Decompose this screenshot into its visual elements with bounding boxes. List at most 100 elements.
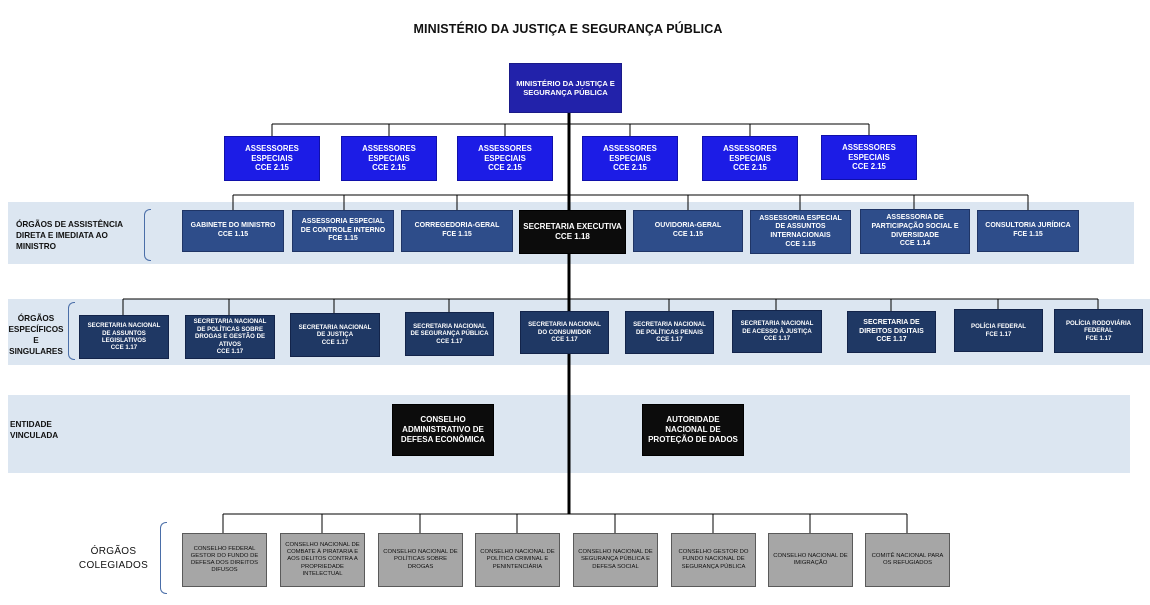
specific-organ-box: POLÍCIA RODOVIÁRIA FEDERAL FCE 1.17 — [1054, 309, 1143, 353]
specific-organ-box: POLÍCIA FEDERAL FCE 1.17 — [954, 309, 1043, 352]
collegiate-label: CONSELHO NACIONAL DE POLÍTICAS SOBRE DRO… — [383, 549, 458, 570]
linked-entity-box: CONSELHO ADMINISTRATIVO DE DEFESA ECONÔM… — [392, 404, 494, 456]
organ-code: FCE 1.17 — [1085, 334, 1112, 342]
advisor-box: ASSESSORES ESPECIAIS CCE 2.15 — [821, 135, 917, 180]
advisor-label: ASSESSORES ESPECIAIS — [842, 143, 896, 162]
advisor-label: ASSESSORES ESPECIAIS — [603, 144, 657, 163]
collegiate-box: CONSELHO NACIONAL DE POLÍTICA CRIMINAL E… — [475, 533, 560, 587]
organ-code: CCE 1.17 — [436, 337, 463, 345]
section-label-specific: ÓRGÃOS ESPECÍFICOS E SINGULARES — [8, 314, 64, 357]
advisor-label: ASSESSORES ESPECIAIS — [723, 144, 777, 163]
direct-organ-box: GABINETE DO MINISTRO CCE 1.15 — [182, 210, 284, 252]
organ-label: SECRETARIA EXECUTIVA — [523, 222, 622, 232]
linked-entity-box: AUTORIDADE NACIONAL DE PROTEÇÃO DE DADOS — [642, 404, 744, 456]
organ-label: SECRETARIA NACIONAL DE ACESSO À JUSTIÇA — [740, 320, 814, 335]
organ-label: CONSULTORIA JURÍDICA — [985, 222, 1071, 230]
organ-label: SECRETARIA DE DIREITOS DIGITAIS — [859, 319, 924, 335]
advisor-label: ASSESSORES ESPECIAIS — [245, 144, 299, 163]
collegiate-label: CONSELHO NACIONAL DE IMIGRAÇÃO — [773, 552, 848, 566]
organ-code: FCE 1.15 — [328, 235, 358, 243]
direct-organ-box: OUVIDORIA-GERAL CCE 1.15 — [633, 210, 743, 252]
organ-label: SECRETARIA NACIONAL DE POLÍTICAS PENAIS — [633, 321, 706, 336]
collegiate-label: CONSELHO NACIONAL DE COMBATE À PIRATARIA… — [285, 541, 360, 577]
advisor-code: CCE 2.15 — [372, 163, 406, 173]
organ-code: CCE 1.14 — [899, 240, 931, 248]
organ-code: CCE 1.17 — [551, 336, 578, 344]
organ-code: CCE 1.15 — [217, 231, 249, 238]
specific-organ-box: SECRETARIA NACIONAL DO CONSUMIDOR CCE 1.… — [520, 311, 609, 354]
collegiate-label: CONSELHO NACIONAL DE SEGURANÇA PÚBLICA E… — [578, 549, 653, 570]
organ-label: CORREGEDORIA-GERAL — [414, 222, 500, 230]
organ-label: OUVIDORIA-GERAL — [654, 222, 722, 230]
specific-organ-box: SECRETARIA NACIONAL DE POLÍTICAS PENAIS … — [625, 311, 714, 354]
advisor-box: ASSESSORES ESPECIAIS CCE 2.15 — [582, 136, 678, 181]
direct-organ-box: ASSESSORIA ESPECIAL DE ASSUNTOS INTERNAC… — [750, 210, 851, 254]
collegiate-label: CONSELHO GESTOR DO FUNDO NACIONAL DE SEG… — [678, 549, 749, 570]
collegiate-box: CONSELHO GESTOR DO FUNDO NACIONAL DE SEG… — [671, 533, 756, 587]
organ-label: POLÍCIA FEDERAL — [971, 323, 1026, 331]
advisor-box: ASSESSORES ESPECIAIS CCE 2.15 — [457, 136, 553, 181]
ministry-box: MINISTÉRIO DA JUSTIÇA E SEGURANÇA PÚBLIC… — [509, 63, 622, 113]
section-brace — [160, 522, 167, 594]
organ-code: CCE 1.17 — [876, 336, 907, 344]
organ-code: CCE 1.17 — [110, 344, 138, 352]
direct-organ-box: CORREGEDORIA-GERAL FCE 1.15 — [401, 210, 513, 252]
ministry-label: MINISTÉRIO DA JUSTIÇA E SEGURANÇA PÚBLIC… — [516, 78, 615, 97]
advisor-box: ASSESSORES ESPECIAIS CCE 2.15 — [341, 136, 437, 181]
advisor-code: CCE 2.15 — [852, 162, 886, 172]
section-label-direct: ÓRGÃOS DE ASSISTÊNCIA DIRETA E IMEDIATA … — [16, 220, 123, 252]
organ-label: SECRETARIA NACIONAL DE SEGURANÇA PÚBLICA — [410, 322, 489, 338]
organ-label: SECRETARIA NACIONAL DE POLÍTICAS SOBRE D… — [193, 318, 267, 348]
executive-secretariat-box: SECRETARIA EXECUTIVA CCE 1.18 — [519, 210, 626, 254]
organ-code: FCE 1.15 — [1013, 231, 1043, 238]
section-label-linked: ENTIDADE VINCULADA — [10, 420, 59, 441]
organ-label: SECRETARIA NACIONAL DE ASSUNTOS LEGISLAT… — [87, 322, 161, 344]
advisor-label: ASSESSORES ESPECIAIS — [362, 144, 416, 163]
organ-code: CCE 1.17 — [656, 336, 683, 344]
organ-code: FCE 1.15 — [442, 231, 472, 238]
organ-label: ASSESSORIA ESPECIAL DE CONTROLE INTERNO — [300, 218, 386, 234]
collegiate-box: CONSELHO FEDERAL GESTOR DO FUNDO DE DEFE… — [182, 533, 267, 587]
advisor-code: CCE 2.15 — [733, 163, 767, 173]
organ-code: CCE 1.15 — [672, 231, 704, 238]
advisor-code: CCE 2.15 — [613, 163, 647, 173]
collegiate-box: CONSELHO NACIONAL DE IMIGRAÇÃO — [768, 533, 853, 587]
advisor-box: ASSESSORES ESPECIAIS CCE 2.15 — [224, 136, 320, 181]
organ-label: POLÍCIA RODOVIÁRIA FEDERAL — [1065, 319, 1132, 335]
organ-code: CCE 1.17 — [763, 335, 791, 343]
organ-label: SECRETARIA NACIONAL DO CONSUMIDOR — [528, 321, 601, 336]
collegiate-label: COMITÊ NACIONAL PARA OS REFUGIADOS — [871, 552, 944, 566]
advisor-code: CCE 2.15 — [255, 163, 289, 173]
direct-organ-box: ASSESSORIA DE PARTICIPAÇÃO SOCIAL E DIVE… — [860, 209, 970, 254]
advisor-label: ASSESSORES ESPECIAIS — [478, 144, 532, 163]
specific-organ-box: SECRETARIA DE DIREITOS DIGITAIS CCE 1.17 — [847, 311, 936, 353]
entity-label: AUTORIDADE NACIONAL DE PROTEÇÃO DE DADOS — [648, 415, 738, 444]
direct-organ-box: CONSULTORIA JURÍDICA FCE 1.15 — [977, 210, 1079, 252]
collegiate-box: COMITÊ NACIONAL PARA OS REFUGIADOS — [865, 533, 950, 587]
organ-code: FCE 1.17 — [985, 330, 1012, 338]
specific-organ-box: SECRETARIA NACIONAL DE ASSUNTOS LEGISLAT… — [79, 315, 169, 359]
collegiate-box: CONSELHO NACIONAL DE COMBATE À PIRATARIA… — [280, 533, 365, 587]
organ-code: CCE 1.17 — [216, 348, 244, 356]
specific-organ-box: SECRETARIA NACIONAL DE JUSTIÇA CCE 1.17 — [290, 313, 380, 357]
advisor-box: ASSESSORES ESPECIAIS CCE 2.15 — [702, 136, 798, 181]
section-brace — [144, 209, 151, 261]
collegiate-box: CONSELHO NACIONAL DE POLÍTICAS SOBRE DRO… — [378, 533, 463, 587]
specific-organ-box: SECRETARIA NACIONAL DE POLÍTICAS SOBRE D… — [185, 315, 275, 359]
collegiate-label: CONSELHO FEDERAL GESTOR DO FUNDO DE DEFE… — [190, 545, 259, 574]
organ-label: GABINETE DO MINISTRO — [190, 222, 276, 230]
collegiate-box: CONSELHO NACIONAL DE SEGURANÇA PÚBLICA E… — [573, 533, 658, 587]
organ-label: ASSESSORIA DE PARTICIPAÇÃO SOCIAL E DIVE… — [871, 214, 959, 239]
advisor-code: CCE 2.15 — [488, 163, 522, 173]
section-label-collegiate: ÓRGÃOS COLEGIADOS — [78, 546, 149, 571]
organ-code: CCE 1.18 — [555, 232, 590, 241]
collegiate-label: CONSELHO NACIONAL DE POLÍTICA CRIMINAL E… — [480, 549, 555, 570]
organ-code: CCE 1.17 — [321, 338, 349, 346]
section-brace — [68, 302, 75, 360]
specific-organ-box: SECRETARIA NACIONAL DE ACESSO À JUSTIÇA … — [732, 310, 822, 353]
entity-label: CONSELHO ADMINISTRATIVO DE DEFESA ECONÔM… — [400, 415, 486, 444]
organ-label: ASSESSORIA ESPECIAL DE ASSUNTOS INTERNAC… — [759, 214, 842, 239]
specific-organ-box: SECRETARIA NACIONAL DE SEGURANÇA PÚBLICA… — [405, 312, 494, 356]
direct-organ-box: ASSESSORIA ESPECIAL DE CONTROLE INTERNO … — [292, 210, 394, 252]
organ-label: SECRETARIA NACIONAL DE JUSTIÇA — [298, 323, 372, 339]
